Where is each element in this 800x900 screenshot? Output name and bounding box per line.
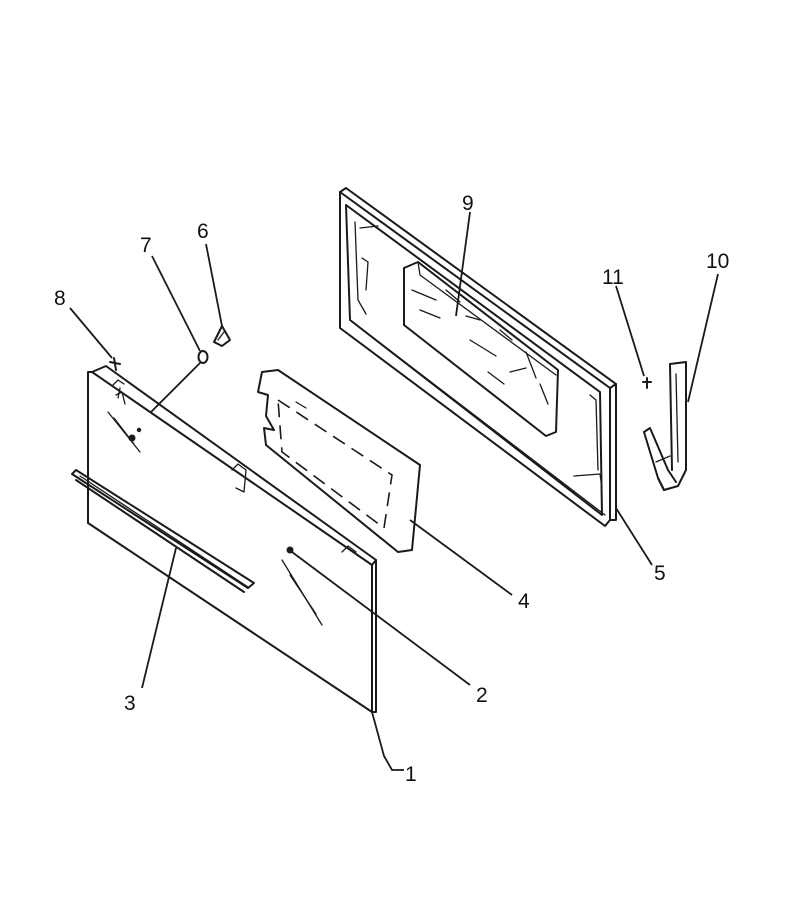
handle-trim — [71, 469, 255, 593]
panel-screw — [109, 357, 121, 371]
callout-2: 2 — [476, 684, 488, 707]
door-bumper — [213, 325, 231, 347]
leader-8 — [69, 307, 113, 359]
leader-7 — [151, 255, 201, 352]
leader-6 — [205, 243, 223, 327]
leader-4 — [409, 519, 513, 596]
callout-5: 5 — [654, 562, 666, 585]
callout-11: 11 — [602, 266, 624, 289]
leader-3 — [141, 547, 177, 689]
leader-1 — [371, 711, 404, 771]
assembly-line — [149, 362, 201, 414]
leader-10 — [687, 273, 719, 403]
callout-1: 1 — [405, 763, 417, 786]
hinge-screw — [642, 377, 652, 389]
leader-5 — [615, 507, 653, 566]
inner-door-frame — [339, 187, 617, 527]
callout-9: 9 — [462, 192, 474, 215]
callout-labels: 1 2 3 4 5 6 7 8 9 10 11 — [54, 192, 729, 786]
callout-8: 8 — [54, 287, 66, 310]
door-hinge — [643, 361, 687, 491]
callout-6: 6 — [197, 220, 209, 243]
inner-glass — [257, 369, 421, 553]
outer-door-panel — [87, 365, 377, 713]
callout-7: 7 — [140, 234, 152, 257]
leader-9 — [455, 211, 471, 317]
callout-10: 10 — [706, 250, 729, 273]
window-glass — [403, 261, 559, 437]
leader-2 — [291, 551, 471, 686]
washer — [197, 350, 209, 364]
callout-4: 4 — [518, 590, 530, 613]
leader-lines — [69, 211, 719, 771]
callout-3: 3 — [124, 692, 136, 715]
leader-11 — [615, 285, 645, 377]
